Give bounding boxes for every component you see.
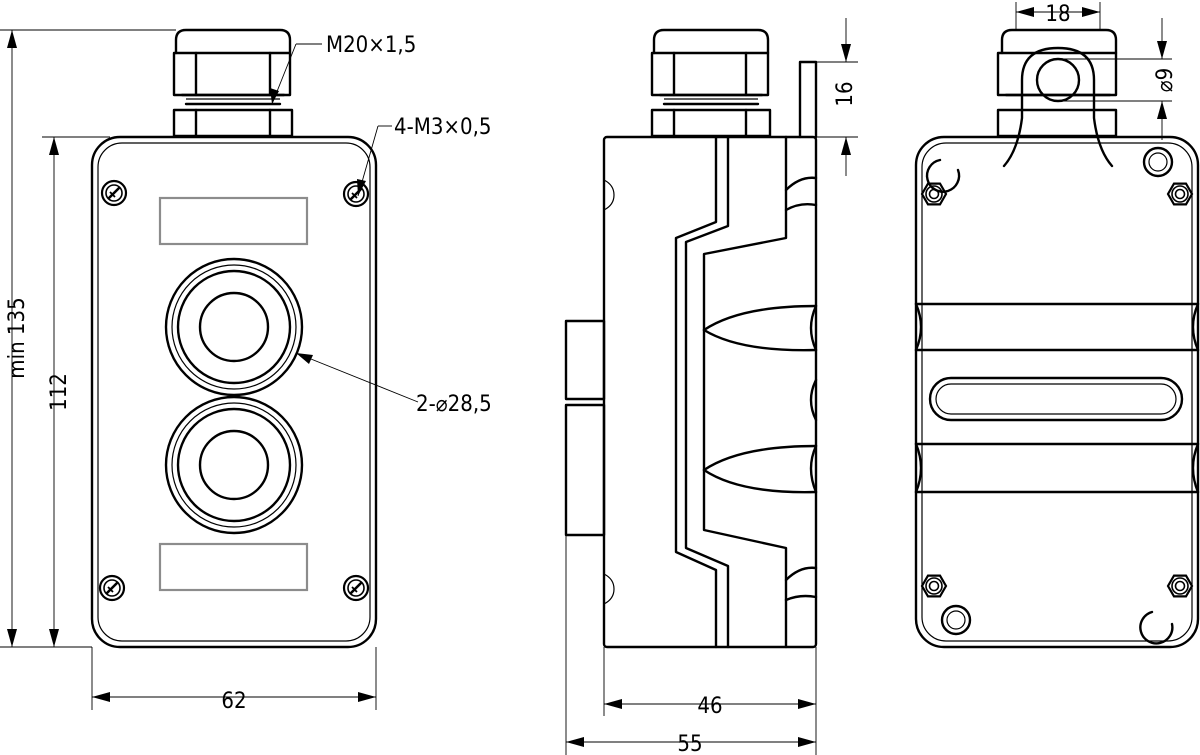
dim-55 [565,535,816,755]
screw-top-right [342,180,370,208]
hole-dia-dim-label: ⌀9 [1153,68,1178,93]
button-hole-leader [295,352,419,403]
dim-16 [816,18,858,176]
side-view: 16 46 55 [564,18,858,755]
button-cap-top-side [564,319,606,401]
enclosure-front-outline [90,135,378,649]
cable-gland-back [996,28,1118,138]
cable-gland-side [650,28,772,138]
screw-bottom-left [98,574,126,602]
thread-label: M20×1,5 [326,33,416,58]
button-cap-bottom-side [564,403,606,537]
nut-bottom-left [920,574,948,598]
width-dim-label: 62 [221,689,246,714]
push-button-top [164,257,304,397]
nut-top-left [920,182,948,206]
hanging-lug-back [1002,46,1114,168]
label-plate-top [158,196,309,246]
housing-back-outline [914,135,1200,649]
screw-label: 4-M3×0,5 [394,115,491,140]
overall-depth-dim-label: 55 [677,732,702,755]
screw-top-left [100,179,128,207]
dim-18 [1015,2,1101,30]
dim-46 [603,647,817,755]
nut-top-right [1166,182,1194,206]
min-height-dim-label: min 135 [5,297,30,378]
button-hole-label: 2-⌀28,5 [416,392,492,417]
cable-gland-front [172,28,294,138]
lug-width-dim-label: 18 [1045,2,1070,27]
dim-62 [91,647,377,710]
height-dim-label: 112 [47,373,72,411]
dim-112 [42,136,110,647]
push-button-bottom [164,395,304,535]
front-view: min 135 112 62 M20×1,5 [0,28,492,714]
parting-line [674,135,718,649]
dim-dia-9 [1058,18,1172,140]
back-slot [928,376,1184,422]
housing-side-outline [602,135,818,649]
screw-leader [357,125,392,197]
dim-min-135 [0,29,176,648]
body-depth-dim-label: 46 [697,694,722,719]
back-view: 18 ⌀9 [914,2,1200,649]
lug-dim-label: 16 [833,81,858,106]
thread-leader [270,43,322,105]
screw-bottom-right [342,574,370,602]
enclosure-front-inner [97,142,371,642]
nut-bottom-right [1166,574,1194,598]
label-plate-bottom [158,542,309,592]
hanging-lug-side [798,60,818,139]
